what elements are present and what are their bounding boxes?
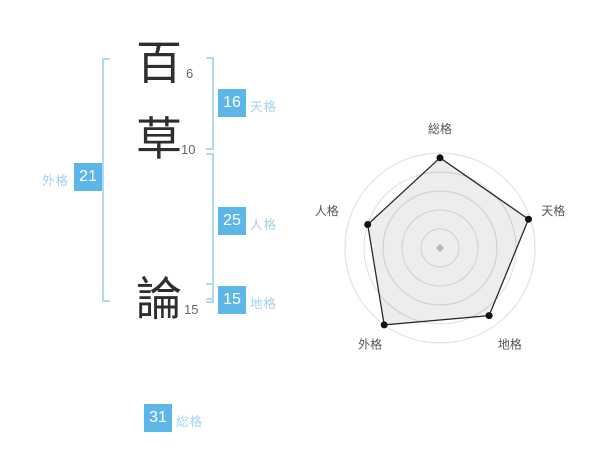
name-char-2: 草 (136, 113, 182, 165)
axis-label: 外格 (358, 336, 382, 351)
grid-ring (363, 171, 517, 325)
data-point (525, 215, 532, 223)
soukaku-score-badge: 31 (144, 404, 172, 432)
gaikaku-bracket (102, 58, 110, 302)
chikaku-score-badge: 15 (218, 286, 246, 314)
chart-center-marker (435, 243, 445, 253)
axis-label: 人格 (315, 203, 339, 218)
grid-ring (382, 190, 498, 306)
tenkaku-bracket (206, 57, 214, 150)
radar-polygon (367, 156, 530, 326)
gaikaku-label: 外格 (42, 174, 70, 188)
data-point (380, 321, 388, 329)
jinkaku-label: 人格 (250, 218, 278, 232)
data-point (436, 154, 444, 162)
grid-ring (420, 228, 460, 268)
chikaku-bracket (206, 283, 214, 303)
stroke-count-3: 15 (184, 302, 199, 317)
stroke-count-1: 6 (186, 66, 194, 81)
axis-label: 総格 (428, 121, 452, 136)
axis-label: 地格 (498, 336, 522, 351)
grid-ring (344, 152, 536, 344)
chikaku-label: 地格 (250, 297, 278, 311)
gaikaku-score-badge: 21 (74, 163, 102, 191)
name-char-3: 論 (136, 273, 182, 325)
axis-label: 天格 (541, 203, 565, 218)
tenkaku-label: 天格 (250, 100, 278, 114)
grid-ring (401, 209, 479, 287)
stroke-count-2: 10 (181, 142, 196, 157)
tenkaku-score-badge: 16 (218, 89, 246, 117)
data-point (485, 312, 493, 320)
data-point (364, 221, 372, 228)
name-char-1: 百 (136, 37, 182, 89)
jinkaku-bracket (206, 153, 214, 300)
soukaku-label: 総格 (176, 415, 204, 429)
jinkaku-score-badge: 25 (218, 207, 246, 235)
